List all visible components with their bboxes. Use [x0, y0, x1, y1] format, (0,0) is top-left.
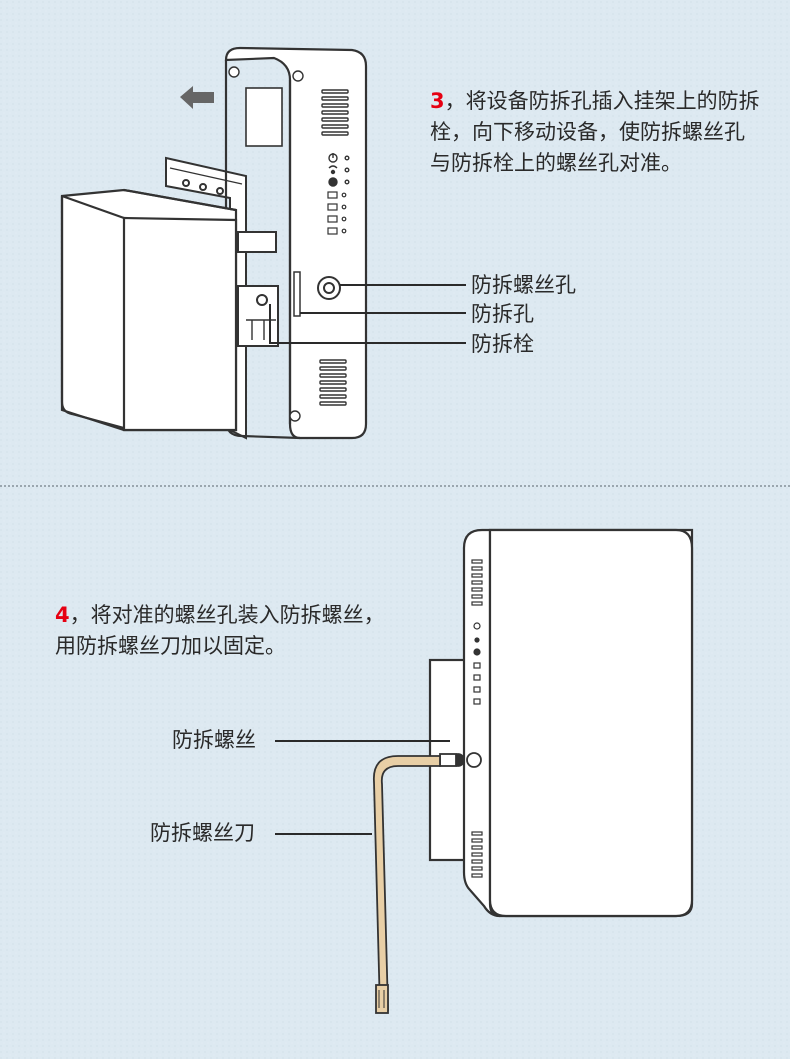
tamper-screw-hole [317, 276, 341, 300]
step-4-text: ，将对准的螺丝孔装入防拆螺丝，用防拆螺丝刀加以固定。 [55, 603, 385, 658]
callout-lines-step3 [269, 284, 466, 344]
vent-slots-front-top [471, 559, 483, 606]
label-tamper-hole: 防拆孔 [471, 302, 534, 326]
status-icon [328, 177, 350, 187]
tamper-pin [237, 231, 279, 347]
wifi-icon [328, 165, 350, 175]
arrow-left-icon [180, 86, 214, 109]
device-front-view [428, 528, 694, 918]
device-side-view [224, 46, 368, 440]
vent-slots-top [321, 89, 349, 136]
ethernet-port-icon [327, 191, 347, 235]
vent-slots-front-bottom [471, 831, 483, 878]
tamper-screw [439, 752, 482, 768]
step-4-instruction: 4，将对准的螺丝孔装入防拆螺丝，用防拆螺丝刀加以固定。 [55, 600, 395, 662]
label-tamper-screw: 防拆螺丝 [172, 728, 256, 752]
indicator-icons-front [473, 622, 481, 705]
step-4-number: 4 [55, 603, 70, 627]
label-tamper-pin: 防拆栓 [471, 332, 534, 356]
step-3-text: ，将设备防拆孔插入挂架上的防拆栓，向下移动设备，使防拆螺丝孔与防拆栓上的螺丝孔对… [430, 89, 760, 175]
vent-slots-bottom [319, 359, 347, 406]
label-tamper-screwdriver: 防拆螺丝刀 [150, 821, 255, 845]
step-3-number: 3 [430, 89, 445, 113]
power-icon [328, 153, 350, 163]
step-3-instruction: 3，将设备防拆孔插入挂架上的防拆栓，向下移动设备，使防拆螺丝孔与防拆栓上的螺丝孔… [430, 86, 760, 179]
tamper-screwdriver [373, 755, 441, 1014]
callout-lines-step4 [275, 740, 450, 835]
junction-box [60, 188, 238, 432]
tamper-hole-slot [293, 271, 301, 317]
label-screw-hole: 防拆螺丝孔 [471, 273, 576, 297]
section-divider [0, 485, 790, 487]
